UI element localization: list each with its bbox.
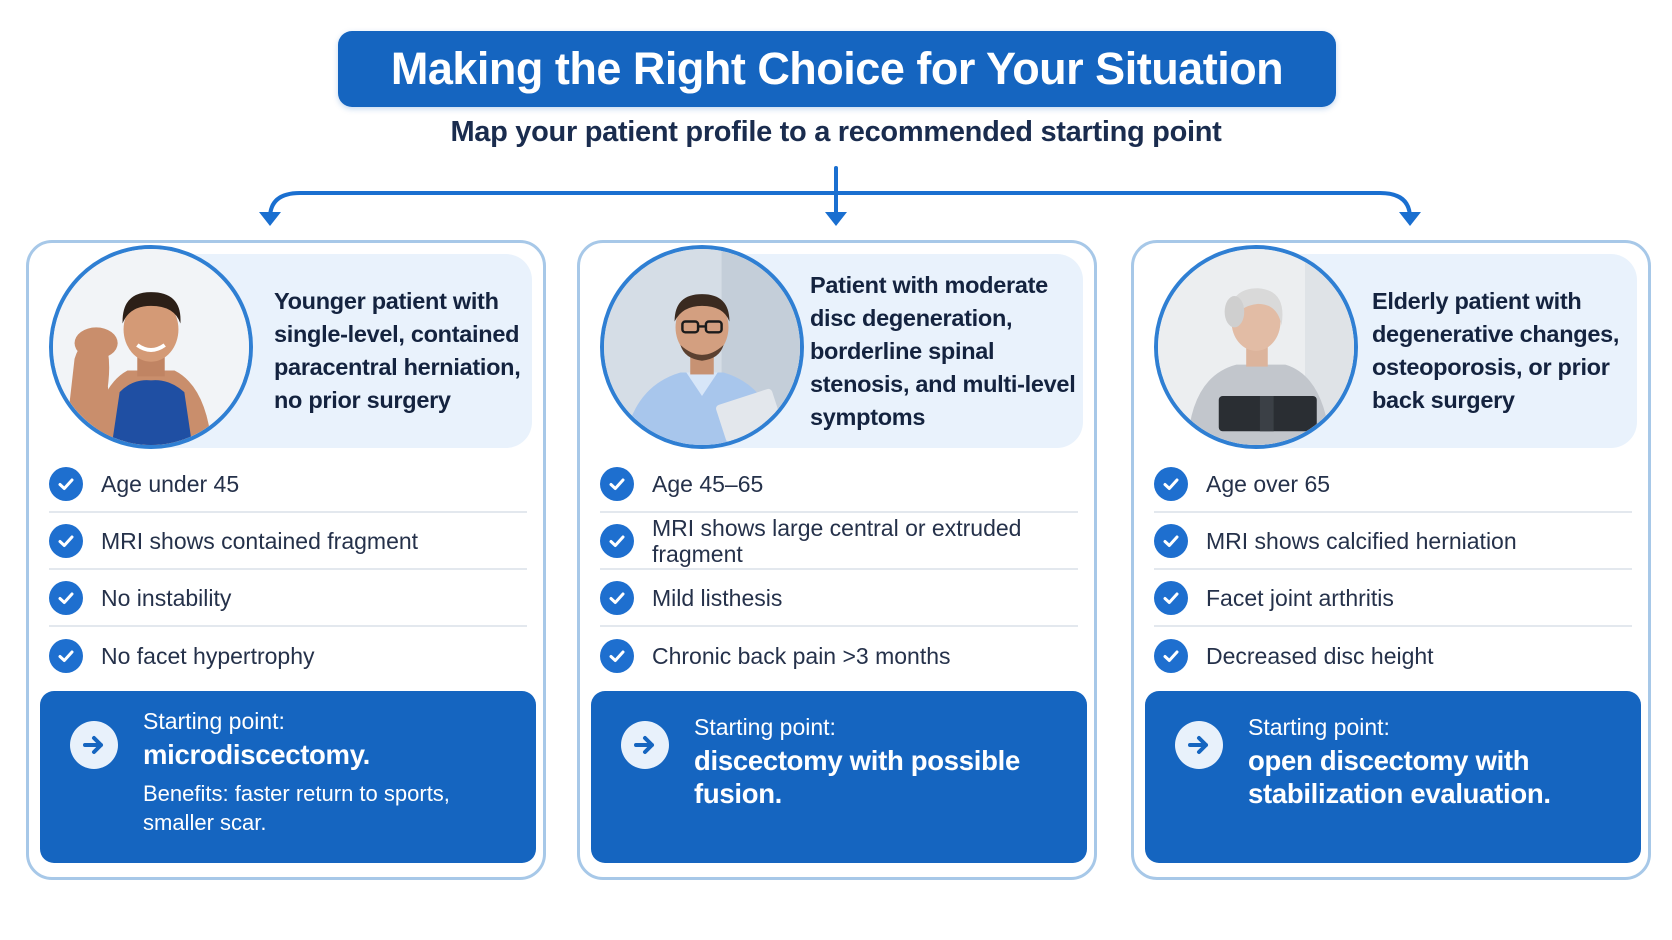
arrow-right-icon: [70, 721, 118, 769]
criteria-item: Mild listhesis: [600, 570, 1078, 627]
middle-aged-man-with-glasses-photo: [600, 245, 804, 449]
criteria-list: Age under 45 MRI shows contained fragmen…: [49, 456, 527, 684]
checkmark-icon: [1154, 580, 1188, 615]
profile-card-young: Younger patient with single-level, conta…: [26, 240, 546, 880]
profile-card-elderly: Elderly patient with degenerative change…: [1131, 240, 1651, 880]
criteria-item: MRI shows large central or extruded frag…: [600, 513, 1078, 570]
criteria-text: Age under 45: [101, 470, 240, 497]
criteria-item: Age under 45: [49, 456, 527, 513]
profile-description: Elderly patient with degenerative change…: [1372, 288, 1620, 413]
young-athletic-man-photo: [49, 245, 253, 449]
checkmark-icon: [600, 580, 634, 615]
criteria-list: Age 45–65 MRI shows large central or ext…: [600, 456, 1078, 684]
starting-point-value: discectomy with possible fusion.: [694, 745, 1020, 809]
criteria-item: Age over 65: [1154, 456, 1632, 513]
checkmark-icon: [600, 466, 634, 501]
criteria-text: Chronic back pain >3 months: [652, 642, 951, 669]
arrow-right-icon: [1175, 721, 1223, 769]
checkmark-icon: [1154, 466, 1188, 501]
criteria-text: MRI shows large central or extruded frag…: [652, 514, 1022, 567]
checkmark-icon: [49, 638, 83, 673]
criteria-item: Chronic back pain >3 months: [600, 627, 1078, 684]
starting-point-value: microdiscectomy.: [143, 739, 371, 770]
criteria-item: No instability: [49, 570, 527, 627]
criteria-text: Age over 65: [1206, 470, 1331, 497]
criteria-list: Age over 65 MRI shows calcified herniati…: [1154, 456, 1632, 684]
criteria-text: Decreased disc height: [1206, 642, 1434, 669]
criteria-item: MRI shows calcified herniation: [1154, 513, 1632, 570]
starting-point-panel: Starting point: open discectomy with sta…: [1145, 691, 1641, 863]
checkmark-icon: [600, 523, 634, 558]
criteria-text: Age 45–65: [652, 470, 764, 497]
connector-right: [834, 191, 1412, 220]
profile-description: Patient with moderate disc degeneration,…: [810, 271, 1076, 430]
starting-point-label: Starting point:: [694, 714, 836, 740]
elderly-woman-with-back-brace-photo: [1154, 245, 1358, 449]
starting-point-label: Starting point:: [1248, 714, 1390, 740]
flow-connectors: [259, 166, 1421, 226]
criteria-text: MRI shows calcified herniation: [1206, 527, 1517, 554]
profile-description: Younger patient with single-level, conta…: [274, 288, 521, 413]
criteria-item: MRI shows contained fragment: [49, 513, 527, 570]
profile-card-middle-aged: Patient with moderate disc degeneration,…: [577, 240, 1097, 880]
criteria-item: Facet joint arthritis: [1154, 570, 1632, 627]
starting-point-panel: Starting point: microdiscectomy. Benefit…: [40, 691, 536, 863]
criteria-item: Decreased disc height: [1154, 627, 1632, 684]
checkmark-icon: [1154, 638, 1188, 673]
connector-left: [268, 191, 838, 220]
starting-point-label: Starting point:: [143, 708, 285, 734]
arrowhead-right: [1399, 212, 1421, 226]
criteria-text: MRI shows contained fragment: [101, 527, 419, 554]
arrow-right-icon: [621, 721, 669, 769]
criteria-text: No instability: [101, 584, 232, 611]
page-title: Making the Right Choice for Your Situati…: [390, 43, 1284, 94]
checkmark-icon: [1154, 523, 1188, 558]
starting-point-value: open discectomy with stabilization evalu…: [1248, 745, 1551, 809]
benefits-text: Benefits: faster return to sports, small…: [143, 781, 450, 835]
checkmark-icon: [49, 466, 83, 501]
title-banner: Making the Right Choice for Your Situati…: [338, 31, 1336, 107]
arrowhead-center: [825, 212, 847, 226]
starting-point-panel: Starting point: discectomy with possible…: [591, 691, 1087, 863]
checkmark-icon: [49, 580, 83, 615]
checkmark-icon: [600, 638, 634, 673]
arrowhead-left: [259, 212, 281, 226]
checkmark-icon: [49, 523, 83, 558]
criteria-text: No facet hypertrophy: [101, 642, 315, 669]
criteria-item: No facet hypertrophy: [49, 627, 527, 684]
criteria-text: Mild listhesis: [652, 584, 783, 611]
criteria-text: Facet joint arthritis: [1206, 584, 1394, 611]
page-subtitle: Map your patient profile to a recommende…: [450, 116, 1222, 148]
criteria-item: Age 45–65: [600, 456, 1078, 513]
